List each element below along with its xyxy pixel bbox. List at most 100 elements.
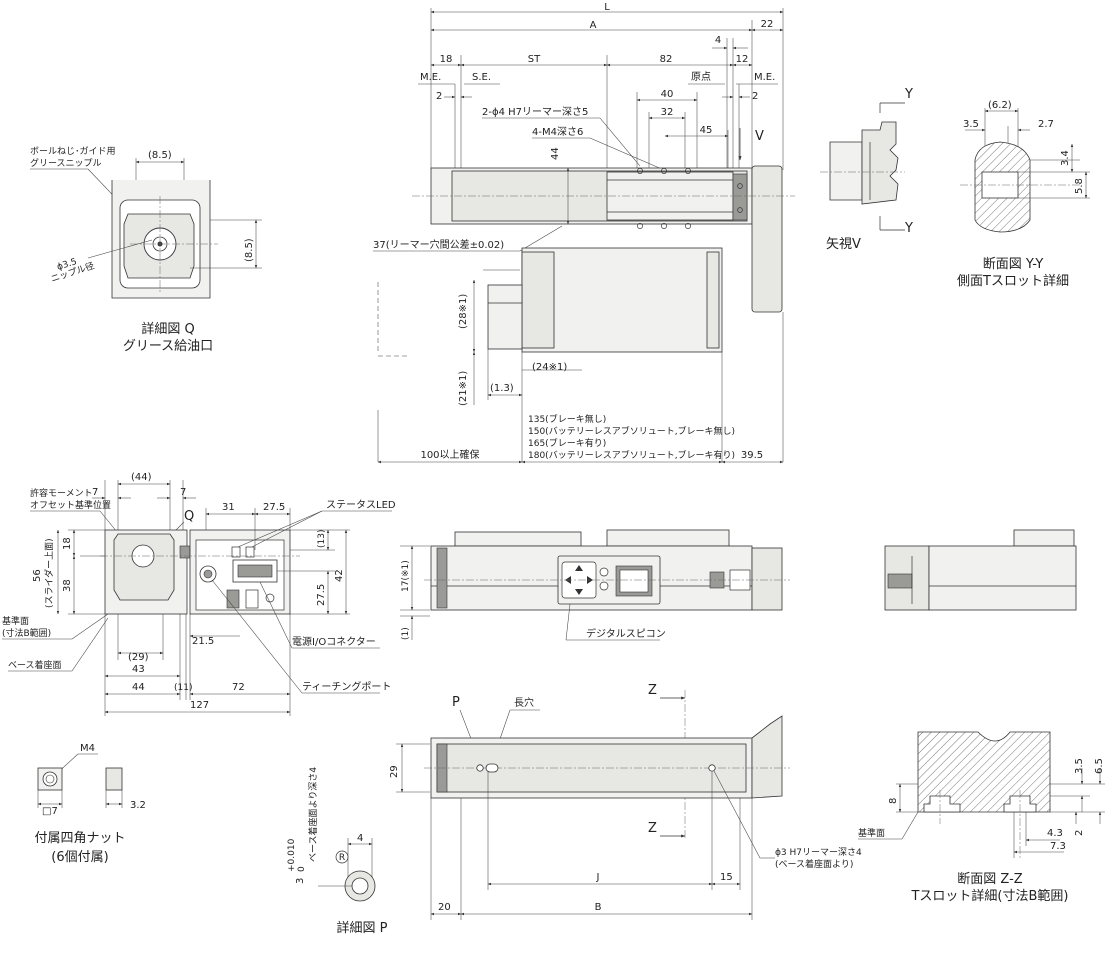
connector-label: 電源I/Oコネクター	[292, 635, 376, 648]
section-yy: (6.2) 3.5 2.7 3.4 5.8 断面図 Y-Y 側面Tスロット詳細	[957, 100, 1090, 289]
tap-label: 4-M4深さ6	[532, 126, 583, 138]
end-cover	[751, 165, 783, 313]
q-caption-1: 詳細図 Q	[141, 321, 194, 337]
zz-t-slot-left	[923, 795, 961, 813]
se-label: S.E.	[472, 72, 491, 83]
view-v-caption: 矢視V	[826, 237, 861, 252]
section-zz: 3.5 6.5 8 基準面 4.3 7.3 2 断面図 Z-Z Tスロット詳細(…	[858, 731, 1105, 904]
p-tol-lower: 0	[297, 866, 307, 872]
end-dim-44-bottom: 44	[132, 682, 145, 693]
p-marker-label: P	[452, 695, 460, 710]
pin-hole-p	[476, 764, 484, 772]
yy-dim-6-2: (6.2)	[988, 100, 1012, 111]
view-v-body	[861, 121, 899, 205]
q-caption-2: グリース給油口	[123, 339, 213, 354]
zz-dim-8: 8	[888, 798, 899, 804]
end-dim-29: (29)	[128, 652, 149, 663]
view-v-cover	[829, 141, 863, 201]
nut-side-view	[105, 767, 123, 791]
end-dim-18: 18	[62, 537, 73, 550]
end-dim-72: 72	[232, 682, 245, 693]
bottom-dim-20: 20	[438, 902, 451, 913]
dim-a: A	[590, 20, 597, 31]
dim-2-right: 2	[752, 91, 758, 102]
end-dim-27-5-side: 27.5	[316, 584, 327, 606]
motor-housing	[521, 247, 723, 353]
end-dim-7-left: 7	[92, 487, 98, 498]
dim-18: 18	[440, 54, 453, 65]
right-end-view	[884, 529, 1077, 611]
p-dim-4: 4	[357, 833, 363, 844]
zz-dim-7-3: 7.3	[1050, 841, 1066, 852]
hole-label-1: ϕ3 H7リーマー深さ4	[775, 847, 862, 858]
dim-82: 82	[660, 54, 673, 65]
motor-flange	[732, 173, 748, 221]
detail-q: ボールねじ･ガイド用 グリースニップル (8.5) (8.5) ϕ3.5 ニップ…	[30, 146, 262, 354]
end-dim-44-top: (44)	[131, 472, 152, 483]
end-dim-127: 127	[190, 700, 209, 711]
square-nut: M4 □7 3.2 付属四角ナット (6個付属)	[34, 743, 145, 865]
side-view: 17(※1) (1) デジタルスピコン	[400, 529, 790, 641]
dim-24: (24※1)	[532, 362, 567, 373]
zz-caption-2: Tスロット詳細(寸法B範囲)	[910, 888, 1068, 904]
dim-st: ST	[528, 54, 541, 65]
zz-dim-3-5: 3.5	[1074, 758, 1085, 774]
zz-dim-6-5: 6.5	[1094, 758, 1105, 774]
q-nipple-label-1: ボールねじ･ガイド用	[30, 146, 116, 157]
p-hole-inner	[351, 877, 369, 895]
motor-length-1: 135(ブレーキ無し)	[528, 413, 606, 425]
bottom-dim-b: B	[595, 902, 602, 913]
tap-hole	[661, 168, 667, 174]
dim-39-5: 39.5	[741, 450, 763, 461]
end-dim-38: 38	[62, 579, 73, 592]
dim-12: 12	[736, 54, 749, 65]
origin-label: 原点	[691, 71, 711, 83]
me-right-label: M.E.	[754, 72, 775, 83]
bottom-dim-29: 29	[389, 765, 400, 778]
end-dim-21-5: 21.5	[192, 636, 214, 647]
end-dim-27-5-top: 27.5	[263, 502, 285, 513]
motor-length-3: 165(ブレーキ有り)	[528, 437, 606, 449]
dim-28: (28※1)	[458, 294, 469, 329]
tap-hole	[661, 223, 667, 229]
motor-connector	[487, 284, 523, 350]
motor-length-4: 180(バッテリーレスアブソリュート,ブレーキ有り)	[528, 449, 735, 461]
reamer-hole	[637, 168, 643, 174]
end-dim-56-1: 56	[32, 569, 43, 582]
dim-22: 22	[761, 19, 774, 30]
dim-l: L	[604, 2, 610, 13]
side-dim-1: (1)	[401, 627, 411, 640]
q-dim-8-5-top: (8.5)	[148, 150, 172, 161]
p-radius-label: R	[339, 853, 345, 863]
base-label-1: 基準面	[2, 615, 29, 627]
pin-hole	[708, 764, 716, 772]
section-mark-y-bottom: Y	[904, 221, 913, 236]
dim-1-3: (1.3)	[490, 383, 514, 394]
yy-dim-3-5: 3.5	[963, 119, 979, 130]
status-led	[245, 546, 255, 558]
right-top-plate	[1013, 529, 1075, 547]
section-mark-y-top: Y	[904, 87, 913, 102]
dim-21: (21※1)	[458, 371, 469, 406]
q-nipple-label-2: グリースニップル	[30, 157, 102, 169]
dim-45: 45	[700, 125, 713, 136]
dim-44: 44	[550, 147, 561, 160]
zz-base-face-label: 基準面	[858, 827, 885, 839]
base-label-2: (寸法B範囲)	[2, 627, 51, 639]
zz-dim-4-3: 4.3	[1047, 828, 1063, 839]
zz-profile	[917, 731, 1051, 813]
bottom-dim-15: 15	[720, 872, 733, 883]
tap-hole	[685, 223, 691, 229]
teaching-port-label: ティーチングポート	[302, 680, 391, 693]
zz-dim-2: 2	[1074, 830, 1085, 836]
p-caption: 詳細図 P	[337, 920, 388, 936]
digital-spicon-label: デジタルスピコン	[586, 627, 666, 640]
long-slot	[485, 763, 499, 773]
q-marker-label: Q	[184, 509, 194, 524]
status-led	[231, 546, 241, 558]
bottom-dim-j: J	[596, 872, 600, 883]
moment-label-2: オフセット基準位置	[30, 499, 111, 511]
dim-2-left: 2	[436, 91, 442, 102]
reamer-hole	[637, 223, 643, 229]
